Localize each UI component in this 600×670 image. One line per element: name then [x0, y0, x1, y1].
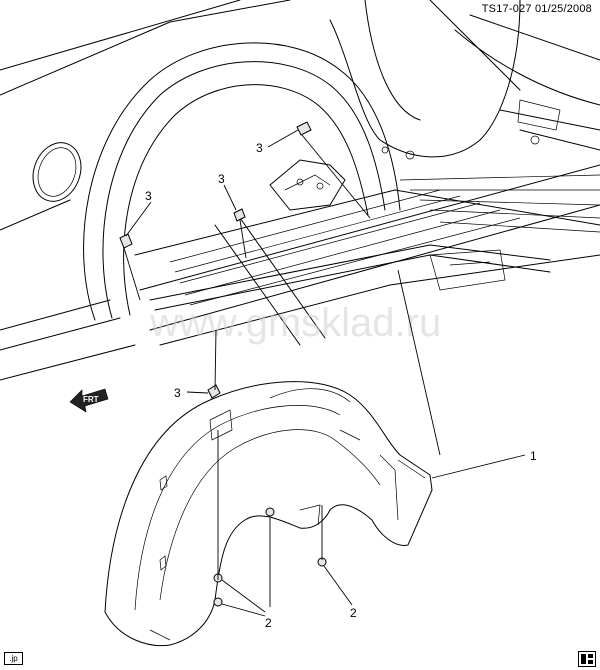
vehicle-body: [0, 0, 600, 381]
diagram-reference-header: TS17-027 01/25/2008: [482, 3, 592, 15]
callout-1: 1: [431, 449, 537, 479]
watermark-text: www.gmsklad.ru: [149, 301, 441, 345]
clip-left: [119, 233, 133, 249]
clip-upper: [296, 121, 312, 136]
clip-parts: [119, 121, 312, 399]
fuel-door: [32, 142, 82, 202]
callout-3-left: 3: [125, 189, 152, 237]
callout-number: 2: [350, 606, 357, 620]
callout-number: 3: [256, 141, 263, 155]
corner-badge: .jp: [4, 652, 23, 665]
callout-2-left: 2: [221, 518, 272, 630]
retainer-1: [265, 507, 275, 517]
callout-number: 3: [174, 386, 181, 400]
front-direction-arrow: FRT: [69, 388, 109, 413]
callout-3-upper: 3: [256, 129, 299, 155]
floor-panel: [134, 135, 600, 346]
publisher-logo-icon: [578, 651, 596, 667]
diagram-date: 01/25/2008: [534, 3, 592, 15]
callout-3-lower: 3: [174, 386, 209, 400]
clip-middle: [233, 208, 246, 222]
front-direction-label: FRT: [83, 395, 99, 404]
clip-lower: [207, 384, 221, 399]
callout-number: 3: [145, 189, 152, 203]
callout-number: 3: [218, 172, 225, 186]
callout-number: 1: [530, 449, 537, 463]
diagram-ref-code: TS17-027: [481, 3, 532, 15]
alignment-lines: [123, 134, 441, 580]
callout-2-right: 2: [323, 565, 357, 620]
retainer-4: [213, 597, 223, 607]
callout-3-middle: 3: [218, 172, 237, 211]
callout-number: 2: [265, 616, 272, 630]
